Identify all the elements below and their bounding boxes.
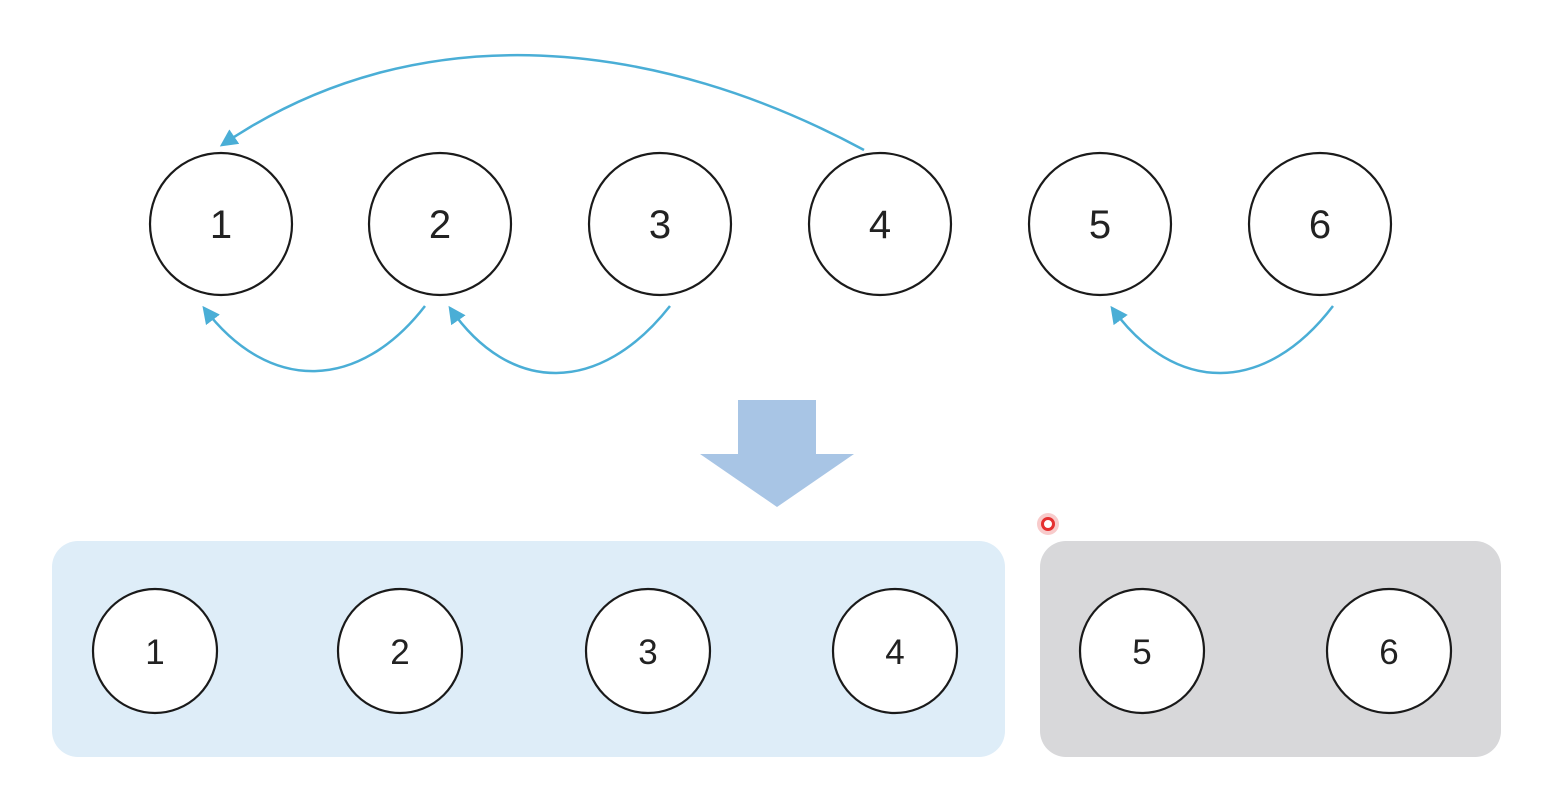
edge-6-to-5 [1110,305,1334,375]
node-label: 3 [638,633,657,672]
node-label: 4 [869,203,891,247]
top-node-row: 1 2 3 4 5 6 [148,151,1393,297]
node-6: 6 [1247,151,1393,297]
node-label: 5 [1089,203,1111,247]
group-node-1: 1 [91,587,219,715]
group-node-2: 2 [336,587,464,715]
down-arrow-icon [700,400,854,507]
group-node-4: 4 [831,587,959,715]
group-1-panel: 1 2 3 4 [52,541,1005,757]
node-label: 1 [210,203,232,247]
cursor-dot-icon [1037,513,1059,535]
group-node-5: 5 [1078,587,1206,715]
edge-3-to-2 [448,305,671,375]
edge-2-to-1 [202,305,426,373]
group-node-6: 6 [1325,587,1453,715]
node-label: 6 [1309,203,1331,247]
node-2: 2 [367,151,513,297]
node-3: 3 [587,151,733,297]
edge-4-to-1 [219,54,865,152]
node-label: 1 [145,633,164,672]
node-4: 4 [807,151,953,297]
top-edges [202,54,1334,375]
node-5: 5 [1027,151,1173,297]
node-label: 2 [429,203,451,247]
node-label: 6 [1379,633,1398,672]
node-label: 4 [885,633,904,672]
node-label: 2 [390,633,409,672]
group-2-panel: 5 6 [1040,541,1501,757]
group-node-3: 3 [584,587,712,715]
node-label: 5 [1132,633,1151,672]
node-1: 1 [148,151,294,297]
node-label: 3 [649,203,671,247]
